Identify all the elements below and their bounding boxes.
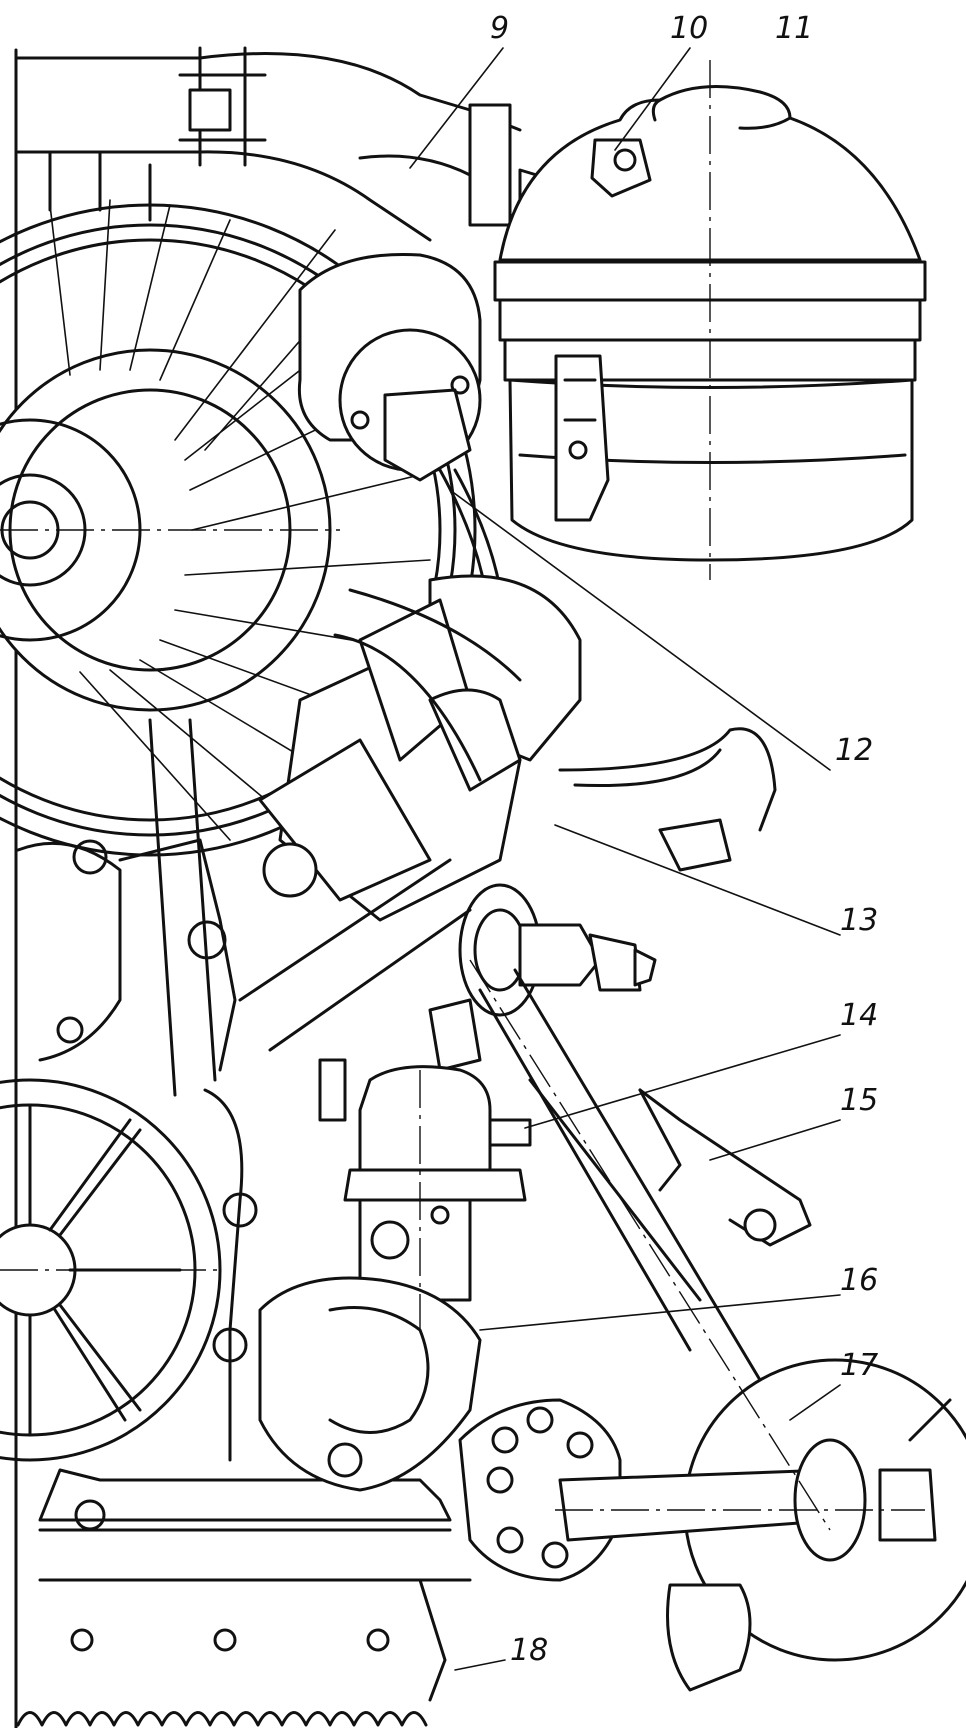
ignition-distributor <box>258 574 582 922</box>
callout-15: 15 <box>840 1083 878 1118</box>
tachometer-drive <box>458 818 732 1017</box>
fuel-pump <box>318 1058 532 1302</box>
ignition-cable <box>573 748 722 788</box>
cooling-fan <box>0 199 477 857</box>
callout-11: 11 <box>775 11 813 46</box>
leader-lines <box>409 47 841 1671</box>
support-bracket <box>638 1088 812 1247</box>
muffler <box>558 1358 966 1692</box>
callout-17: 17 <box>840 1348 878 1383</box>
centerline-diagonal <box>469 959 831 1531</box>
callout-16: 16 <box>840 1263 878 1298</box>
intake-pipe <box>16 46 572 242</box>
callout-9: 9 <box>490 11 509 46</box>
callout-10: 10 <box>670 11 708 46</box>
engine-block <box>16 838 472 1727</box>
drive-pipes <box>238 858 762 1382</box>
ignition-cable <box>558 727 777 832</box>
callout-12: 12 <box>835 733 873 768</box>
callout-14: 14 <box>840 998 878 1033</box>
generator <box>297 252 482 482</box>
v-belt <box>148 718 217 1097</box>
callout-13: 13 <box>840 903 878 938</box>
callout-18: 18 <box>510 1633 548 1668</box>
